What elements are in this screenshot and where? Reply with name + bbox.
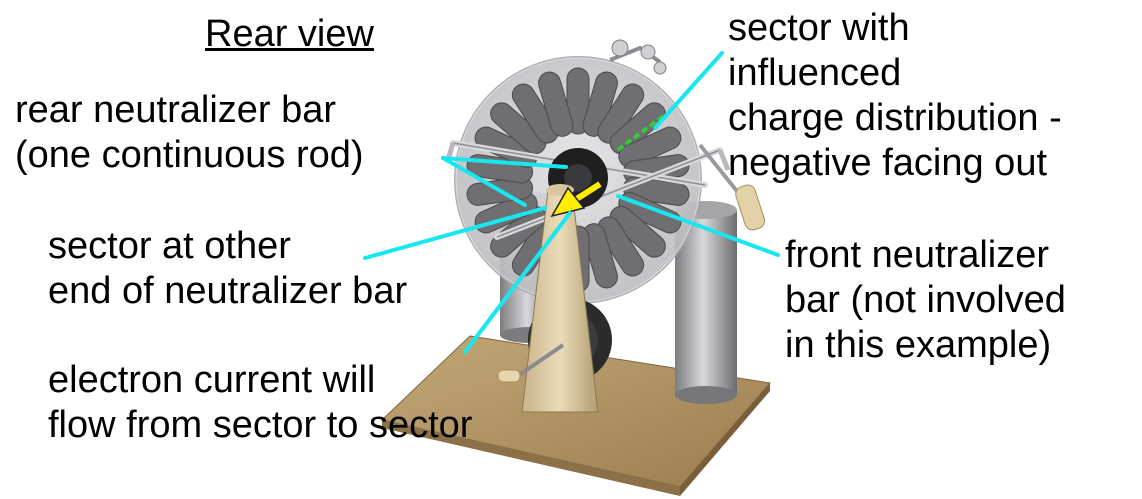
charge-mark [656, 114, 665, 122]
label-line: end of neutralizer bar [48, 270, 408, 312]
crank-handle [497, 343, 565, 383]
label-line: front neutralizer [785, 234, 1050, 276]
label-sector-other-end: sector at other end of neutralizer bar [48, 224, 407, 314]
charge-mark [632, 132, 641, 140]
label-line: sector with [728, 7, 910, 49]
charge-distribution-marks [616, 114, 665, 152]
label-line: sector at other [48, 225, 291, 267]
pointer-front-neutralizer [616, 194, 780, 257]
label-sector-influenced: sector with influenced charge distributi… [728, 6, 1062, 186]
sector-plate [609, 102, 666, 155]
charge-mark [624, 138, 633, 146]
label-front-neutralizer-bar: front neutralizer bar (not involved in t… [785, 233, 1066, 368]
sector-plate [538, 71, 574, 137]
sector-plate [582, 223, 618, 289]
electron-current-arrow [550, 180, 603, 218]
sector-plate [511, 83, 559, 144]
pointer-electron-current [463, 211, 572, 354]
label-line: in this example) [785, 324, 1052, 366]
label-electron-current: electron current will flow from sector t… [48, 358, 472, 448]
charge-mark [648, 120, 657, 128]
label-line: rear neutralizer bar [15, 89, 337, 131]
pointer-rear-neutralizer-a [441, 156, 568, 169]
label-rear-neutralizer-bar: rear neutralizer bar (one continuous rod… [15, 88, 364, 178]
label-line: influenced [728, 52, 902, 94]
diagram-title: Rear view [205, 13, 374, 55]
charge-mark [616, 144, 625, 152]
collector-combs [609, 39, 667, 75]
label-line: electron current will [48, 359, 376, 401]
pointer-lines [363, 51, 780, 354]
insulating-handle-right [698, 143, 766, 231]
label-line: bar (not involved [785, 279, 1066, 321]
front-neutralizer-rod [494, 147, 731, 240]
pointer-sector-influenced [653, 51, 724, 130]
sector-plate [597, 83, 645, 144]
label-line: negative facing out [728, 142, 1048, 184]
sector-plate [566, 67, 590, 135]
sector-plate [618, 126, 682, 168]
sector-plate [597, 216, 645, 277]
sector-plate [582, 71, 618, 137]
label-line: flow from sector to sector [48, 404, 473, 446]
label-line: charge distribution - [728, 97, 1062, 139]
label-line: (one continuous rod) [15, 134, 364, 176]
charge-mark [640, 126, 649, 134]
sector-plate [609, 205, 666, 258]
pointer-rear-neutralizer-b [441, 156, 527, 207]
sector-plate [490, 102, 547, 155]
pointer-sector-other-end [363, 206, 547, 260]
